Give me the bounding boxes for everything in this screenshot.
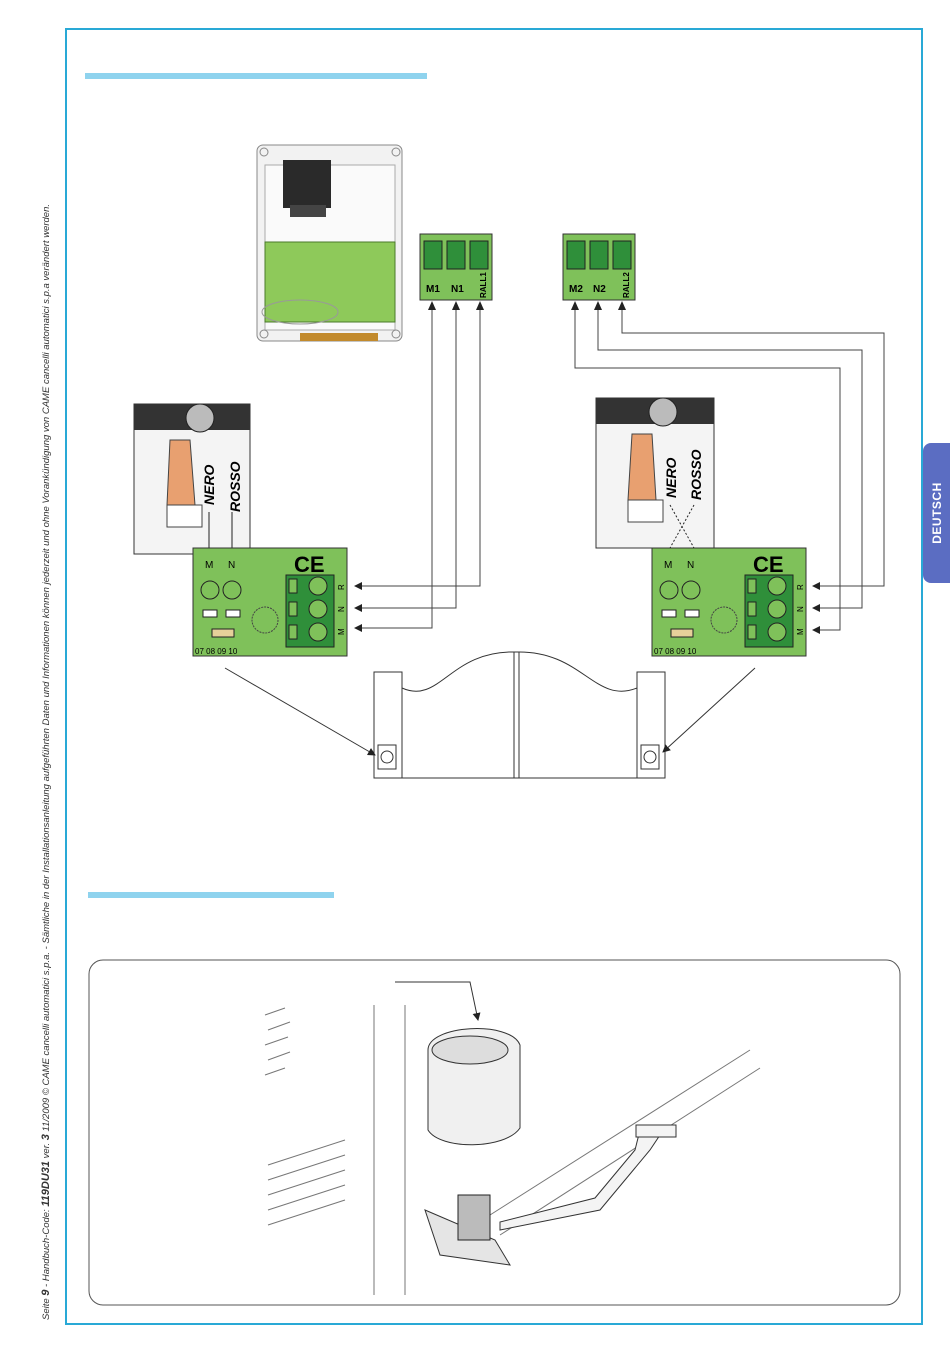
wire-label-rosso-left: ROSSO [227, 461, 243, 512]
side-r-left: R [337, 584, 346, 590]
pin-m-left: M [205, 560, 213, 571]
page-frame [65, 28, 923, 1325]
pin-n-left: N [228, 560, 235, 571]
section-bar-top [85, 73, 427, 79]
wires-right [574, 308, 885, 634]
gate-drawing [224, 651, 756, 779]
language-tab[interactable]: DEUTSCH [923, 443, 950, 583]
side-m-left: M [337, 628, 346, 635]
scale-left: 07 08 09 10 [195, 647, 238, 656]
terminal-label-rall2: RALL2 [622, 272, 631, 298]
wire-arrows-left-top [428, 301, 484, 310]
installation-box [88, 959, 901, 1306]
side-n-right: N [796, 606, 805, 612]
control-unit [256, 144, 403, 342]
terminal-label-m1: M1 [426, 284, 440, 295]
terminal-label-rall1: RALL1 [479, 272, 488, 298]
ce-mark-right: CE [753, 552, 784, 577]
wire-label-nero-left: NERO [201, 464, 217, 505]
pin-n-right: N [687, 560, 694, 571]
side-m-right: M [796, 628, 805, 635]
motor-right: NERO ROSSO [595, 397, 715, 549]
wire-label-nero-right: NERO [663, 457, 679, 498]
terminal-label-n2: N2 [593, 284, 606, 295]
section-bar-bottom [88, 892, 334, 898]
scale-right: 07 08 09 10 [654, 647, 697, 656]
wires-left [354, 308, 481, 632]
side-n-left: N [337, 606, 346, 612]
wire-label-rosso-right: ROSSO [688, 449, 704, 500]
motor-board-right: M N 07 08 09 10 CE R N M [651, 547, 807, 657]
side-r-right: R [796, 584, 805, 590]
pin-m-right: M [664, 560, 672, 571]
wire-arrows-right-top [571, 301, 626, 310]
terminal-block-right: M2 N2 RALL2 [562, 233, 636, 301]
motor-board-left: M N 07 08 09 10 CE R N M [192, 547, 348, 657]
motor-left: NERO ROSSO [133, 403, 251, 555]
ce-mark-left: CE [294, 552, 325, 577]
terminal-label-n1: N1 [451, 284, 464, 295]
terminal-label-m2: M2 [569, 284, 583, 295]
terminal-block-left: M1 N1 RALL1 [419, 233, 493, 301]
